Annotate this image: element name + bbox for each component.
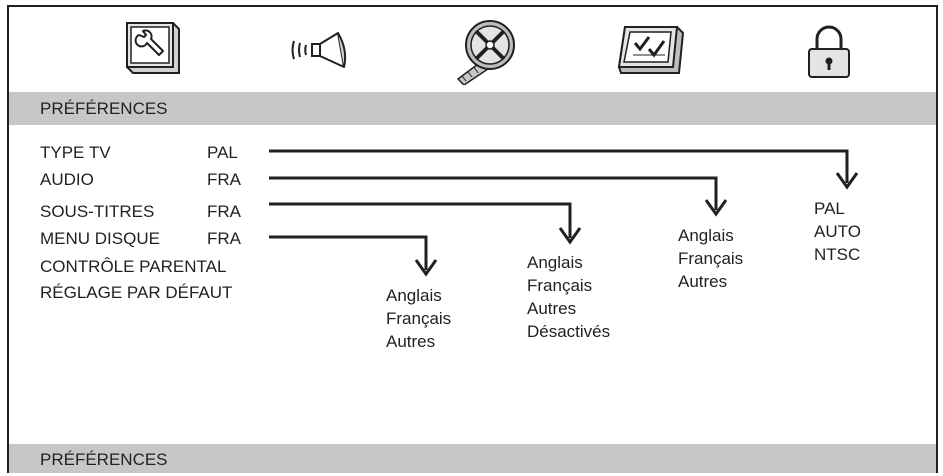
audio-value[interactable]: FRA bbox=[207, 170, 241, 189]
disc-menu-arrowhead bbox=[414, 259, 438, 277]
list-item[interactable]: AUTO bbox=[814, 222, 861, 241]
footer-title: PRÉFÉRENCES bbox=[40, 450, 168, 469]
list-item[interactable]: Anglais bbox=[678, 226, 734, 245]
disc-menu-value[interactable]: FRA bbox=[207, 229, 241, 248]
footer-band: PRÉFÉRENCES bbox=[9, 444, 936, 473]
tv-type-value[interactable]: PAL bbox=[207, 143, 238, 162]
disc-menu-options: Anglais Français Autres bbox=[386, 284, 451, 353]
audio-options: Anglais Français Autres bbox=[678, 224, 743, 293]
list-item[interactable]: Autres bbox=[386, 332, 436, 351]
icon-bar bbox=[9, 7, 936, 92]
list-item[interactable]: PAL bbox=[814, 199, 845, 218]
film-reel-icon[interactable] bbox=[452, 15, 522, 86]
connector-arrows bbox=[269, 149, 859, 277]
wrench-icon[interactable] bbox=[113, 15, 183, 85]
tv-type-arrowhead bbox=[835, 172, 859, 190]
setup-menu-frame: PRÉFÉRENCES TYPE TV AUDIO SOUS-TITRES ME… bbox=[7, 5, 938, 473]
header-band: PRÉFÉRENCES bbox=[9, 92, 936, 125]
subtitles-connector bbox=[269, 202, 572, 238]
menu-item-parental-control[interactable]: CONTRÔLE PARENTAL bbox=[40, 257, 227, 276]
menu-item-disc-menu[interactable]: MENU DISQUE bbox=[40, 229, 160, 248]
menu-item-default-settings[interactable]: RÉGLAGE PAR DÉFAUT bbox=[40, 283, 233, 302]
tv-type-connector bbox=[269, 149, 849, 183]
subtitles-options: Anglais Français Autres Désactivés bbox=[527, 251, 610, 343]
page-title: PRÉFÉRENCES bbox=[40, 99, 168, 118]
list-item[interactable]: Français bbox=[386, 309, 452, 328]
list-item[interactable]: NTSC bbox=[814, 245, 861, 264]
subtitles-value[interactable]: FRA bbox=[207, 202, 241, 221]
disc-menu-connector bbox=[269, 235, 428, 270]
list-item[interactable]: Autres bbox=[527, 299, 577, 318]
list-item[interactable]: Désactivés bbox=[527, 322, 611, 341]
menu-item-subtitles[interactable]: SOUS-TITRES bbox=[40, 202, 155, 221]
checklist-icon[interactable] bbox=[615, 15, 685, 85]
padlock-icon[interactable] bbox=[793, 15, 863, 85]
tv-type-options: PAL AUTO NTSC bbox=[814, 197, 861, 266]
list-item[interactable]: Autres bbox=[678, 272, 728, 291]
menu-item-tv-type[interactable]: TYPE TV bbox=[40, 143, 111, 162]
list-item[interactable]: Français bbox=[527, 276, 593, 295]
list-item[interactable]: Anglais bbox=[527, 253, 583, 272]
list-item[interactable]: Français bbox=[678, 249, 744, 268]
list-item[interactable]: Anglais bbox=[386, 286, 442, 305]
audio-arrowhead bbox=[704, 199, 728, 217]
subtitles-arrowhead bbox=[558, 227, 582, 245]
audio-connector bbox=[269, 176, 718, 210]
menu-item-audio[interactable]: AUDIO bbox=[40, 170, 94, 189]
speaker-icon[interactable] bbox=[286, 15, 356, 85]
